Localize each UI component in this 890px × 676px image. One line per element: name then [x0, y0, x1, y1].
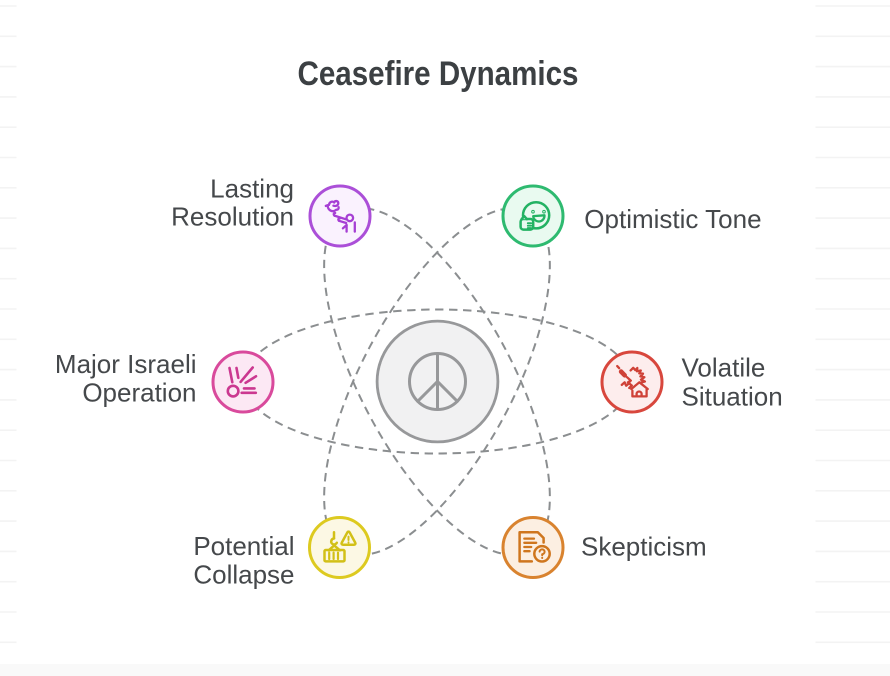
svg-text:Volatile: Volatile	[682, 353, 766, 383]
svg-text:Operation: Operation	[82, 378, 196, 408]
svg-text:Potential: Potential	[193, 531, 294, 561]
svg-text:Major Israeli: Major Israeli	[55, 349, 197, 379]
svg-text:Situation: Situation	[682, 381, 783, 411]
svg-text:Skepticism: Skepticism	[581, 532, 707, 562]
svg-text:Optimistic Tone: Optimistic Tone	[584, 204, 761, 234]
svg-text:Lasting: Lasting	[210, 173, 294, 203]
svg-text:Collapse: Collapse	[193, 559, 294, 589]
svg-text:Resolution: Resolution	[171, 201, 294, 231]
svg-text:Ceasefire Dynamics: Ceasefire Dynamics	[298, 55, 579, 93]
